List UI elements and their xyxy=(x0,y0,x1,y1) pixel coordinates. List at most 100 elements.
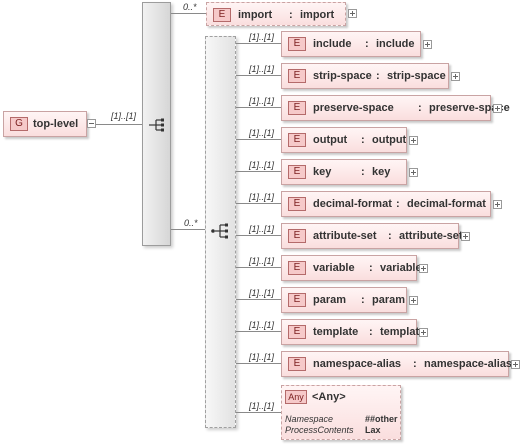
element-type: decimal-format xyxy=(407,198,486,210)
child-cardinality: [1]..[1] xyxy=(249,128,275,138)
root-cardinality: [1]..[1] xyxy=(111,111,137,121)
element-badge: E xyxy=(288,165,306,179)
element-name: import xyxy=(238,9,273,21)
choice-icon xyxy=(211,223,228,239)
element-name: output xyxy=(313,134,348,146)
element-badge: E xyxy=(288,293,306,307)
element-type: strip-space xyxy=(387,70,446,82)
type-separator: : xyxy=(418,102,422,114)
expand-toggle[interactable] xyxy=(493,104,502,113)
child-connector xyxy=(236,331,281,332)
expand-toggle[interactable] xyxy=(409,168,418,177)
any-element[interactable]: Any <Any> Namespace ##other ProcessConte… xyxy=(281,385,401,440)
group-top-level[interactable]: G top-level xyxy=(3,111,87,137)
expand-toggle[interactable] xyxy=(461,232,470,241)
expand-toggle[interactable] xyxy=(451,72,460,81)
element-type: preserve-space xyxy=(429,102,510,114)
element-type: attribute-set xyxy=(399,230,463,242)
expand-toggle[interactable] xyxy=(493,200,502,209)
type-separator: : xyxy=(361,134,365,146)
type-separator: : xyxy=(365,38,369,50)
process-value: Lax xyxy=(365,425,381,435)
element-name: key xyxy=(313,166,332,178)
element-type: variable xyxy=(380,262,422,274)
type-separator: : xyxy=(376,70,380,82)
element-name: attribute-set xyxy=(313,230,377,242)
element-type: import xyxy=(300,9,335,21)
element-badge: E xyxy=(288,261,306,275)
choice-connector xyxy=(171,229,205,230)
element-badge: E xyxy=(288,229,306,243)
child-connector xyxy=(236,75,281,76)
child-cardinality: [1]..[1] xyxy=(249,320,275,330)
element-badge: E xyxy=(288,133,306,147)
child-cardinality: [1]..[1] xyxy=(249,224,275,234)
expand-toggle[interactable] xyxy=(511,360,520,369)
namespace-value: ##other xyxy=(365,414,398,424)
group-badge: G xyxy=(10,117,28,131)
type-separator: : xyxy=(289,9,293,21)
sequence-bar[interactable] xyxy=(142,2,171,246)
type-separator: : xyxy=(396,198,400,210)
child-cardinality: [1]..[1] xyxy=(249,256,275,266)
child-connector xyxy=(236,203,281,204)
process-label: ProcessContents xyxy=(285,425,354,435)
child-connector xyxy=(236,171,281,172)
expand-toggle[interactable] xyxy=(409,136,418,145)
import-cardinality: 0..* xyxy=(183,2,197,12)
expand-toggle[interactable] xyxy=(409,296,418,305)
expand-toggle[interactable] xyxy=(419,264,428,273)
expand-toggle[interactable] xyxy=(423,40,432,49)
child-connector xyxy=(236,43,281,44)
child-cardinality: [1]..[1] xyxy=(249,64,275,74)
collapse-toggle[interactable] xyxy=(87,119,96,128)
type-separator: : xyxy=(369,326,373,338)
element-badge: E xyxy=(288,325,306,339)
choice-bar[interactable] xyxy=(205,36,236,428)
child-cardinality: [1]..[1] xyxy=(249,352,275,362)
element-type: namespace-alias xyxy=(424,358,513,370)
choice-cardinality: 0..* xyxy=(184,218,198,228)
child-connector xyxy=(236,363,281,364)
element-name: preserve-space xyxy=(313,102,394,114)
group-name: top-level xyxy=(33,118,79,130)
child-cardinality: [1]..[1] xyxy=(249,192,275,202)
child-connector xyxy=(236,139,281,140)
element-type: param xyxy=(372,294,406,306)
type-separator: : xyxy=(413,358,417,370)
element-badge: E xyxy=(288,69,306,83)
element-name: strip-space xyxy=(313,70,372,82)
expand-toggle[interactable] xyxy=(419,328,428,337)
element-name: namespace-alias xyxy=(313,358,402,370)
type-separator: : xyxy=(361,166,365,178)
element-name: decimal-format xyxy=(313,198,392,210)
element-type: include xyxy=(376,38,415,50)
type-separator: : xyxy=(388,230,392,242)
child-cardinality: [1]..[1] xyxy=(249,96,275,106)
expand-toggle[interactable] xyxy=(348,9,357,18)
type-separator: : xyxy=(361,294,365,306)
type-separator: : xyxy=(369,262,373,274)
child-connector xyxy=(236,299,281,300)
element-type: output xyxy=(372,134,407,146)
element-badge: E xyxy=(288,101,306,115)
root-connector xyxy=(96,124,142,125)
child-connector xyxy=(236,107,281,108)
element-import[interactable]: E import : import xyxy=(206,2,346,26)
import-connector xyxy=(171,13,206,14)
element-badge: E xyxy=(213,8,231,22)
any-badge: Any xyxy=(285,390,307,404)
element-badge: E xyxy=(288,197,306,211)
